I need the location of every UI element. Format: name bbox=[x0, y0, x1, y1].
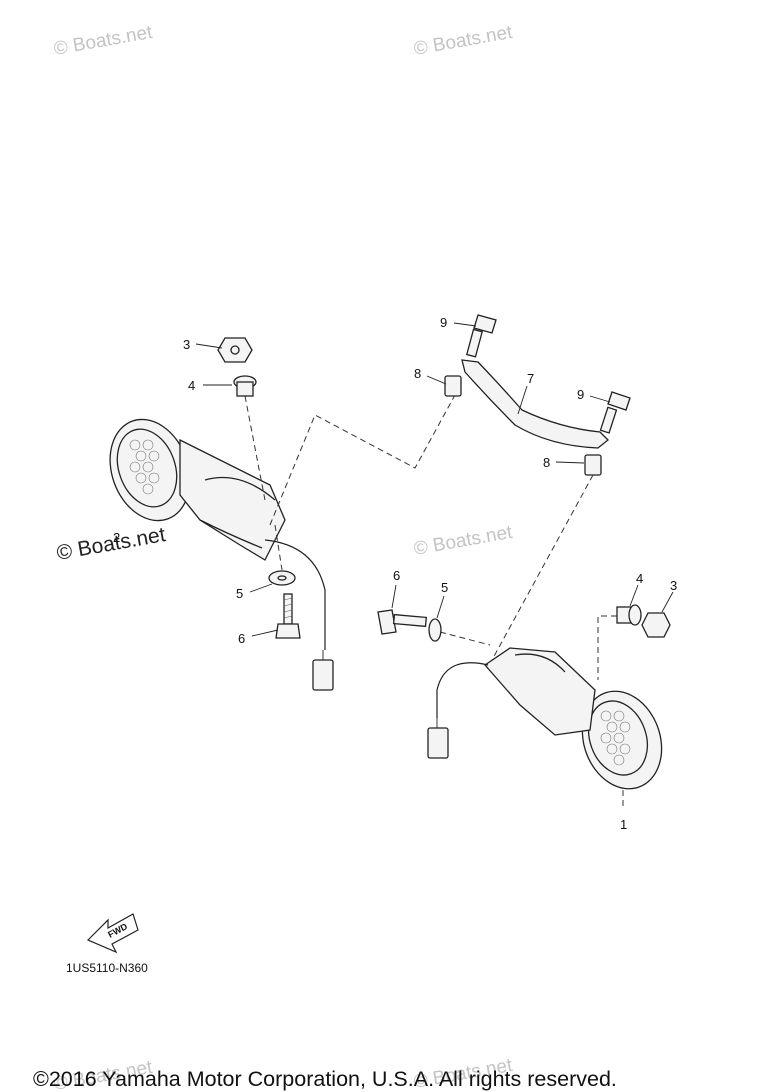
right-bolt-6 bbox=[377, 609, 427, 635]
upper-bolt-9 bbox=[465, 314, 497, 358]
right-connector bbox=[427, 727, 449, 759]
left-nut-3 bbox=[217, 337, 253, 363]
callout-left-5: 5 bbox=[236, 586, 243, 601]
callout-right-3: 3 bbox=[670, 578, 677, 593]
callout-lower-8: 8 bbox=[543, 455, 550, 470]
right-flasher-body bbox=[484, 647, 596, 736]
callout-right-1: 1 bbox=[620, 817, 627, 832]
callout-right-6: 6 bbox=[393, 568, 400, 583]
callout-lower-9: 9 bbox=[577, 387, 584, 402]
left-bolt-6 bbox=[275, 593, 301, 639]
callout-upper-9: 9 bbox=[440, 315, 447, 330]
copyright-text: ©2016 Yamaha Motor Corporation, U.S.A. A… bbox=[33, 1067, 617, 1091]
stay-assembly bbox=[444, 314, 631, 661]
left-flasher-assembly bbox=[109, 337, 456, 691]
callout-left-2: 2 bbox=[113, 530, 120, 545]
lower-bolt-9 bbox=[599, 391, 631, 434]
diagram-code: 1US5110-N360 bbox=[66, 961, 148, 975]
callout-right-4: 4 bbox=[636, 571, 643, 586]
watermark-middle-left: © Boats.net bbox=[55, 523, 168, 565]
leader-lines bbox=[195, 322, 674, 637]
callout-stay-7: 7 bbox=[527, 371, 534, 386]
watermark-middle-right: © Boats.net bbox=[412, 522, 514, 560]
left-connector bbox=[312, 659, 334, 691]
callout-upper-8: 8 bbox=[414, 366, 421, 381]
right-flasher-assembly bbox=[377, 604, 671, 810]
stay-7 bbox=[461, 359, 609, 449]
right-washer-5 bbox=[428, 618, 442, 642]
right-nut-3 bbox=[641, 612, 671, 638]
left-flasher-body bbox=[179, 438, 286, 561]
watermark-top-right: © Boats.net bbox=[412, 22, 514, 60]
lower-collar-8 bbox=[584, 454, 602, 476]
upper-collar-8 bbox=[444, 375, 462, 397]
watermark-top-left: © Boats.net bbox=[52, 22, 154, 60]
callout-right-5: 5 bbox=[441, 580, 448, 595]
callout-left-6: 6 bbox=[238, 631, 245, 646]
fwd-arrow-icon: FWD bbox=[86, 913, 139, 954]
callout-left-3: 3 bbox=[183, 337, 190, 352]
callout-left-4: 4 bbox=[188, 378, 195, 393]
left-washer-5 bbox=[268, 570, 296, 586]
